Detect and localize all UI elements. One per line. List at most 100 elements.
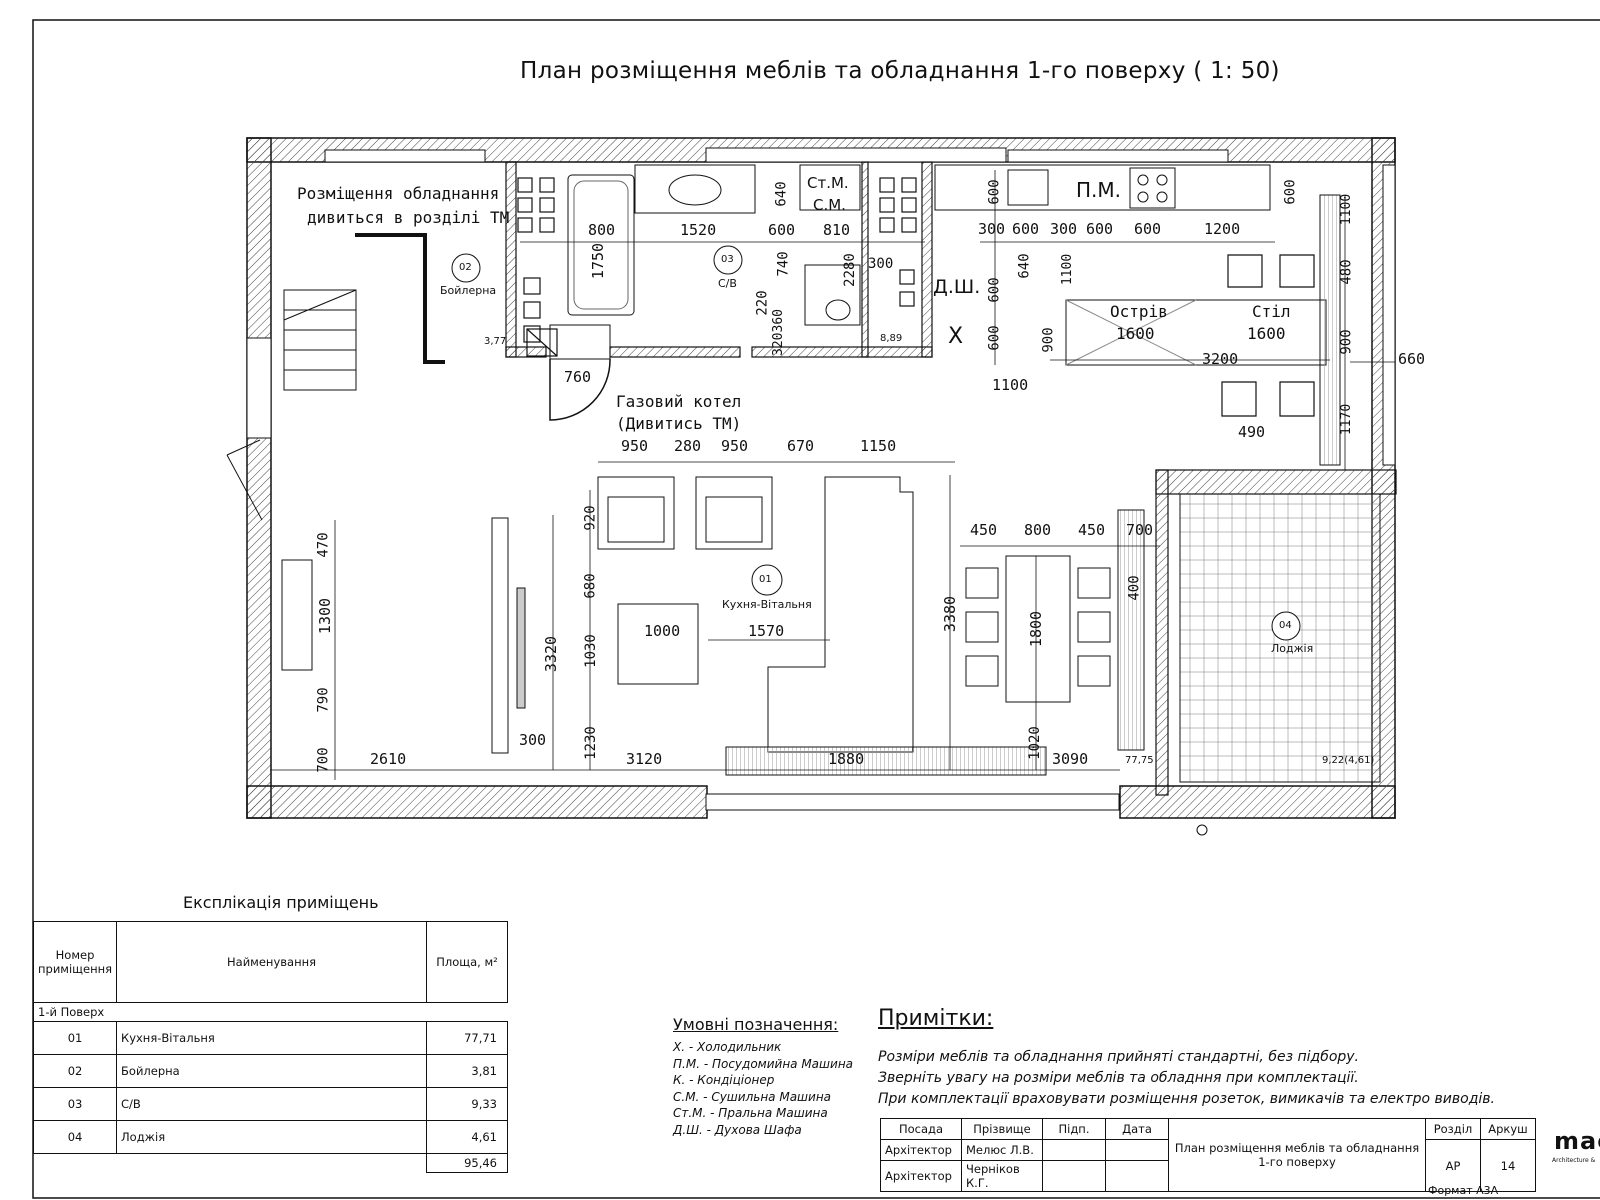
dim-text: 640: [773, 181, 790, 207]
legend-item: Х. - Холодильник: [673, 1040, 782, 1054]
toilet: [825, 299, 851, 321]
equipment-note-line1: Розміщення обладнання: [297, 184, 500, 203]
dim-text: 400: [1126, 575, 1143, 601]
legend-item: П.М. - Посудомийна Машина: [673, 1057, 854, 1071]
stamp-header: Розділ: [1425, 1118, 1481, 1140]
dim-text: 1570: [748, 622, 785, 640]
legend-item: Ст.М. - Пральна Машина: [673, 1106, 828, 1120]
dim-text: 1150: [860, 437, 897, 455]
sheet-format: Формат А3А: [1428, 1184, 1499, 1197]
armchair-left: [597, 476, 675, 550]
dim-text: 1750: [589, 242, 608, 280]
room-number-04: 04: [1279, 620, 1292, 631]
dim-text: 600: [1134, 220, 1162, 238]
dining-table: [1005, 555, 1071, 703]
title-block: Посада Прізвище Підп. Дата План розміщен…: [880, 1118, 1536, 1192]
sofa: [767, 476, 914, 753]
gas-boiler: [549, 324, 611, 360]
equipment-note-line2: дивиться в розділі ТМ: [307, 208, 510, 227]
stamp-header: Посада: [880, 1118, 962, 1140]
dim-text: 740: [775, 251, 792, 277]
table-label: Стіл: [1252, 302, 1291, 321]
dim-text: 220: [754, 290, 771, 316]
room-markers: [451, 245, 1301, 836]
bathtub: [567, 174, 635, 316]
table-length: 1600: [1247, 324, 1286, 343]
dim-text: 1520: [680, 221, 717, 239]
dim-text: 470: [315, 532, 332, 558]
dim-text: 1880: [828, 750, 865, 768]
dining-set: [965, 509, 1145, 751]
kitchen-counters: [934, 164, 1341, 466]
interior-walls: [505, 161, 1397, 796]
room-name-02: Бойлерна: [440, 284, 497, 297]
legend-item: Д.Ш. - Духова Шафа: [673, 1123, 802, 1137]
dim-text: 600: [1282, 179, 1299, 205]
signature: [1042, 1160, 1106, 1192]
dim-text: 600: [986, 179, 1003, 205]
dim-text: 300: [978, 220, 1006, 238]
floor-label: 1-й Поверх: [33, 1002, 508, 1022]
dryer-label: С.М.: [813, 196, 846, 214]
area-boiler: 3,77: [484, 336, 507, 347]
drawing-title: План розміщення меблів та обладнання 1-г…: [520, 58, 1280, 84]
dim-text: 1170: [1339, 403, 1355, 436]
dim-text: 3090: [1052, 750, 1089, 768]
cell-name: Кухня-Вітальня: [116, 1021, 427, 1055]
table-row: 02 Бойлерна 3,81: [32, 1054, 508, 1088]
stamp-header: Дата: [1105, 1118, 1169, 1140]
dim-text: 600: [768, 221, 796, 239]
stamp-surname: Черніков К.Г.: [961, 1160, 1043, 1192]
radiator: [725, 746, 1047, 776]
dim-text: 2610: [370, 750, 407, 768]
col-header-area: Площа, м²: [426, 921, 508, 1003]
company-logo-sub: Architecture &: [1552, 1157, 1596, 1164]
oven-label: Д.Ш.: [933, 276, 981, 298]
dim-text: 1100: [992, 376, 1029, 394]
dim-text: 3320: [542, 635, 561, 673]
dim-text: 300: [1050, 220, 1078, 238]
total-area: 95,46: [426, 1153, 508, 1173]
notes-title: Примітки:: [878, 1006, 994, 1031]
dim-text: 2280: [841, 253, 858, 287]
coffee-table: [617, 603, 699, 685]
table-row: 03 С/В 9,33: [32, 1087, 508, 1121]
area-wc: 8,89: [880, 333, 903, 344]
bathroom-fixtures: [549, 164, 861, 360]
washing-machine-label: Ст.М.: [807, 174, 849, 192]
storage-cabinets: [517, 177, 917, 343]
kitchen-sink: [1007, 169, 1049, 206]
cell-area: 77,71: [426, 1021, 508, 1055]
dim-text: 1100: [1060, 253, 1076, 286]
window-sash: [226, 439, 261, 456]
area-loggia: 9,22(4,61): [1322, 755, 1375, 766]
dim-text: 3380: [941, 595, 960, 633]
dim-text: 1300: [316, 597, 335, 635]
note-line: При комплектації враховувати розміщення …: [878, 1091, 1495, 1107]
dim-text: 660: [1398, 350, 1426, 368]
stamp-sheet-number: 14: [1480, 1139, 1536, 1192]
armchair-right: [695, 476, 773, 550]
dim-text: 790: [315, 687, 332, 713]
stamp-section: АР: [1425, 1139, 1481, 1192]
table-row: 04 Лоджія 4,61: [32, 1120, 508, 1154]
stamp-header: Прізвище: [961, 1118, 1043, 1140]
stamp-surname: Мелюс Л.В.: [961, 1139, 1043, 1161]
explication-title: Експлікація приміщень: [183, 893, 379, 912]
cell-name: Лоджія: [116, 1120, 427, 1154]
dim-text: 300: [868, 256, 894, 272]
dimension-lines: [270, 170, 1395, 780]
dim-text: 1020: [1026, 726, 1043, 760]
table-row: 01 Кухня-Вітальня 77,71: [32, 1021, 508, 1055]
tv-unit: [491, 517, 509, 754]
dim-text: 800: [588, 221, 616, 239]
dim-text: 300: [519, 731, 547, 749]
dim-text: 480: [1338, 259, 1355, 285]
dim-text: 450: [970, 521, 998, 539]
island-length: 1600: [1116, 324, 1155, 343]
col-header-number: Номер приміщення: [32, 921, 118, 1003]
dim-text: 450: [1078, 521, 1106, 539]
console: [281, 559, 313, 671]
dim-text: 640: [1016, 253, 1033, 279]
